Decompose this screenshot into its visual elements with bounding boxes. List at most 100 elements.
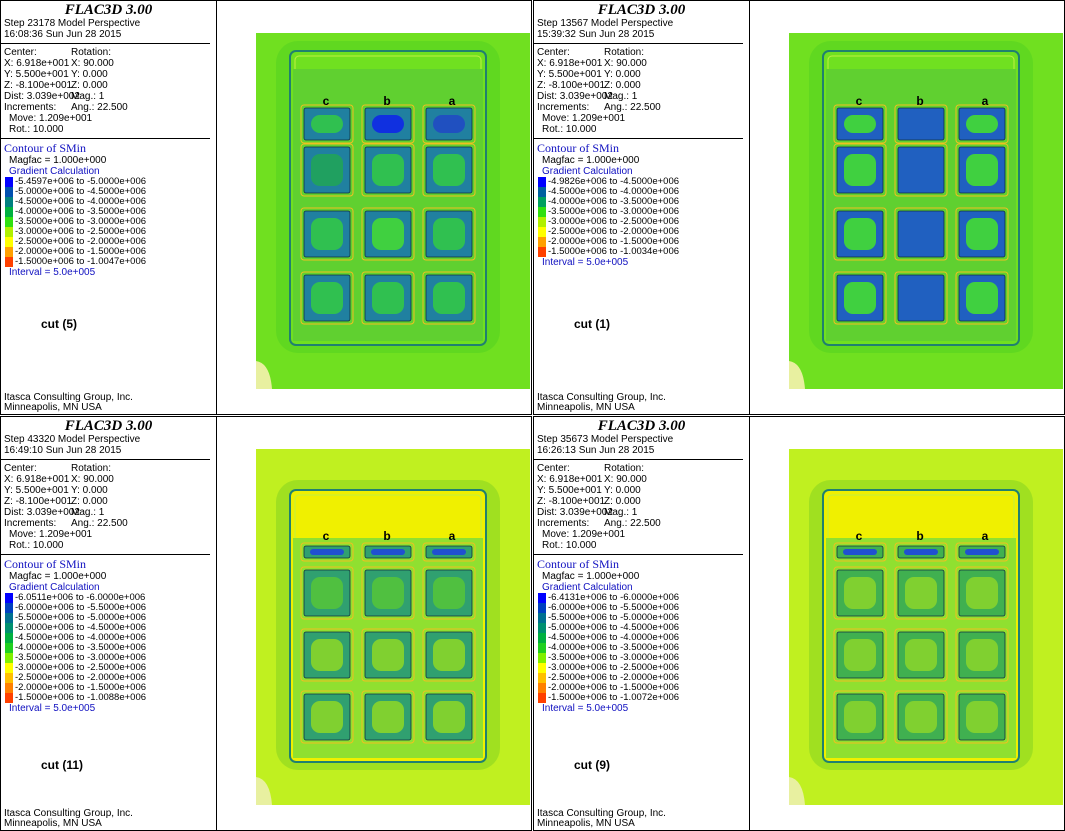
legend-swatch [538,693,546,703]
legend-entry: -4.9826e+006 to -4.5000e+006 [534,177,749,187]
legend-entry: -6.0511e+006 to -6.0000e+006 [1,593,216,603]
room-core [432,549,466,555]
legend-entry: -2.0000e+006 to -1.5000e+006 [1,247,216,257]
increments-right: Ang.: 22.500 [71,102,128,113]
company-info: Itasca Consulting Group, Inc.Minneapolis… [537,393,666,413]
view-header-right: Rotation: [604,463,645,474]
legend-label: -6.0000e+006 to -5.5000e+006 [548,602,680,613]
legend-entry: -3.5000e+006 to -3.0000e+006 [534,653,749,663]
legend-label: -6.0511e+006 to -6.0000e+006 [15,592,146,603]
room-border [300,207,354,261]
view-y-right: Y: 0.000 [71,485,108,496]
room-border [833,542,887,562]
column-label: c [323,529,330,543]
app-title: FLAC3D 3.00 [597,2,686,18]
legend-swatch [5,177,13,187]
legend-entry: -3.0000e+006 to -2.5000e+006 [1,663,216,673]
legend-swatch [5,643,13,653]
legend-swatch [5,603,13,613]
column-label: c [856,529,863,543]
company-name: Itasca Consulting Group, Inc. [4,392,133,403]
legend-label: -5.0000e+006 to -4.5000e+006 [15,186,147,197]
cut-label: cut (1) [574,317,610,331]
legend-label: -4.9826e+006 to -4.5000e+006 [548,176,680,187]
room-core [372,639,404,671]
legend-entry: -6.4131e+006 to -6.0000e+006 [534,593,749,603]
legend-swatch [5,187,13,197]
legend-label: -5.0000e+006 to -4.5000e+006 [548,622,680,633]
legend-label: -4.5000e+006 to -4.0000e+006 [15,632,147,643]
room-border [894,628,948,682]
room-core [844,115,876,133]
company-city: Minneapolis, MN USA [537,818,635,829]
room-border [894,104,948,144]
increments-row: Increments:Ang.: 22.500 [534,102,749,113]
legend-swatch [5,663,13,673]
room-border [361,104,415,144]
legend-entry: -3.5000e+006 to -3.0000e+006 [1,217,216,227]
legend-entry: -5.5000e+006 to -5.0000e+006 [534,613,749,623]
room-border [422,566,476,620]
room-border [422,542,476,562]
increments-left: Increments: [4,102,57,113]
room-border [422,628,476,682]
legend-label: -3.5000e+006 to -3.0000e+006 [15,216,147,227]
legend-swatch [5,613,13,623]
view-y-left: Y: 5.500e+001 [4,485,69,496]
room-border [422,207,476,261]
room-border [833,628,887,682]
legend-entry: -2.5000e+006 to -2.0000e+006 [534,227,749,237]
room-core [844,154,876,186]
legend-swatch [5,683,13,693]
room-border [833,207,887,261]
gradient-label: Gradient Calculation [542,582,633,593]
room-border [955,628,1009,682]
legend-entry: -4.5000e+006 to -4.0000e+006 [534,187,749,197]
legend-label: -5.0000e+006 to -4.5000e+006 [15,622,147,633]
legend-swatch [5,623,13,633]
legend-swatch [5,593,13,603]
legend-entry: -2.0000e+006 to -1.5000e+006 [534,683,749,693]
rot-value: Rot.: 10.000 [542,540,597,551]
app-title: FLAC3D 3.00 [64,418,153,434]
divider [1,459,210,460]
legend-swatch [5,257,13,267]
legend-label: -5.5000e+006 to -5.0000e+006 [548,612,680,623]
view-z-left: Z: -8.100e+001 [4,80,73,91]
legend-swatch [5,237,13,247]
dist-mag-right: Mag.: 1 [71,91,105,102]
legend-entry: -4.5000e+006 to -4.0000e+006 [534,633,749,643]
interval-value: Interval = 5.0e+005 [9,703,96,714]
legend-entry: -5.0000e+006 to -4.5000e+006 [534,623,749,633]
room-core [372,115,404,133]
room-border [422,143,476,197]
legend-entry: -1.5000e+006 to -1.0047e+006 [1,257,216,267]
room-core [905,218,937,250]
corner-shade [789,361,805,389]
legend-label: -3.0000e+006 to -2.5000e+006 [15,662,147,673]
legend-swatch [5,197,13,207]
legend-swatch [538,683,546,693]
legend-label: -1.5000e+006 to -1.0034e+006 [548,246,680,257]
room-border [361,542,415,562]
room-core [905,577,937,609]
legend-swatch [538,247,546,257]
legend-label: -2.0000e+006 to -1.5000e+006 [15,682,147,693]
room-border [361,566,415,620]
legend-swatch [538,177,546,187]
legend-swatch [538,623,546,633]
room-border [300,104,354,144]
column-label: a [982,94,989,108]
room-core [371,549,405,555]
